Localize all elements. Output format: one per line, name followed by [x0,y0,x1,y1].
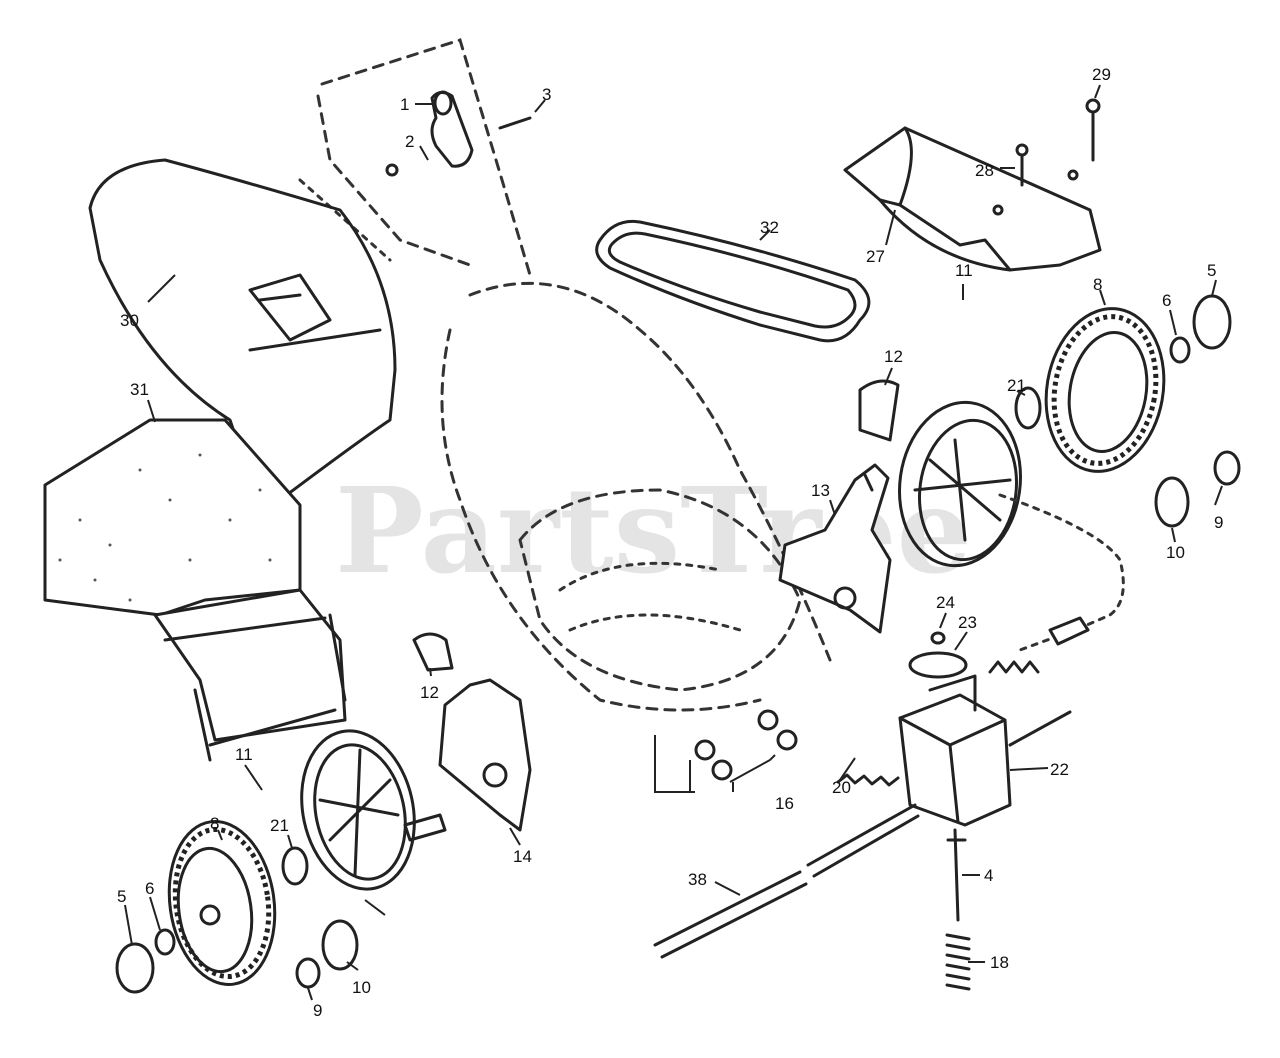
nut-left [154,928,176,956]
callout-1: 1 [400,95,409,114]
air-filter-upper [858,379,900,442]
callout-31: 31 [130,380,149,399]
callout-2: 2 [405,132,414,151]
callout-10-left: 10 [352,978,371,997]
mower-deck [440,281,832,712]
nut-right [1169,336,1191,364]
transmission [898,674,1072,827]
callout-9-left: 9 [313,1001,322,1020]
nuts-16 [694,709,798,781]
callout-16: 16 [775,794,794,813]
cable-end [1048,616,1090,646]
belt-cover [843,126,1102,272]
callout-21-left: 21 [270,816,289,835]
air-filter-lower [412,632,454,672]
callout-20: 20 [832,778,851,797]
pulley [908,651,968,679]
leader-lines [124,84,1223,1001]
callout-28: 28 [975,161,994,180]
callout-5-left: 5 [117,887,126,906]
wheel-cover-left [300,729,416,891]
gear-right [1154,476,1190,528]
pulley-nut [930,631,946,645]
callout-38: 38 [688,870,707,889]
wheel-right [1044,307,1166,473]
callout-4: 4 [984,866,993,885]
gear-left [321,919,359,971]
callout-labels: 1 2 3 4 5 5 6 6 8 8 9 9 10 10 11 11 12 1… [117,65,1223,1020]
callout-10-right: 10 [1166,543,1185,562]
callout-6-right: 6 [1162,291,1171,310]
grass-bag [43,418,347,762]
height-bracket-right [778,463,892,634]
callout-8-left: 8 [210,814,219,833]
callout-11-left: 11 [235,745,253,764]
spring-upper [988,660,1040,674]
handle-outline [298,38,532,277]
callout-14: 14 [513,847,532,866]
height-bracket-left [403,678,532,842]
callout-12-upper: 12 [884,347,903,366]
callout-18: 18 [990,953,1009,972]
wheel-cover-right [897,400,1023,568]
callout-12-lower: 12 [420,683,439,702]
shaft-and-spring [945,828,971,991]
callout-5-right: 5 [1207,261,1216,280]
callout-6-left: 6 [145,879,154,898]
wheel-left [167,819,277,987]
spring-lower [836,773,900,787]
rear-axle [653,803,920,959]
callout-21-right: 21 [1007,376,1026,395]
drive-cable [998,493,1125,652]
lever-assembly [385,90,532,177]
bag-frame [88,158,397,512]
clip-right [1213,450,1241,486]
callout-13: 13 [811,481,830,500]
callout-24: 24 [936,593,955,612]
hubcap-left [115,942,155,994]
callout-8-right: 8 [1093,275,1102,294]
callout-30: 30 [120,311,139,330]
screws-28-29 [1015,98,1101,187]
callout-3: 3 [542,85,551,104]
callout-11-right: 11 [955,261,973,280]
hubcap-right [1192,294,1232,350]
callout-23: 23 [958,613,977,632]
washer-left [281,846,309,886]
clip-left [295,957,321,989]
callout-27: 27 [866,247,885,266]
callout-9-right: 9 [1214,513,1223,532]
callout-29: 29 [1092,65,1111,84]
callout-32: 32 [760,218,779,237]
washer-right [1014,386,1042,430]
drive-belt [595,219,871,343]
callout-22: 22 [1050,760,1069,779]
